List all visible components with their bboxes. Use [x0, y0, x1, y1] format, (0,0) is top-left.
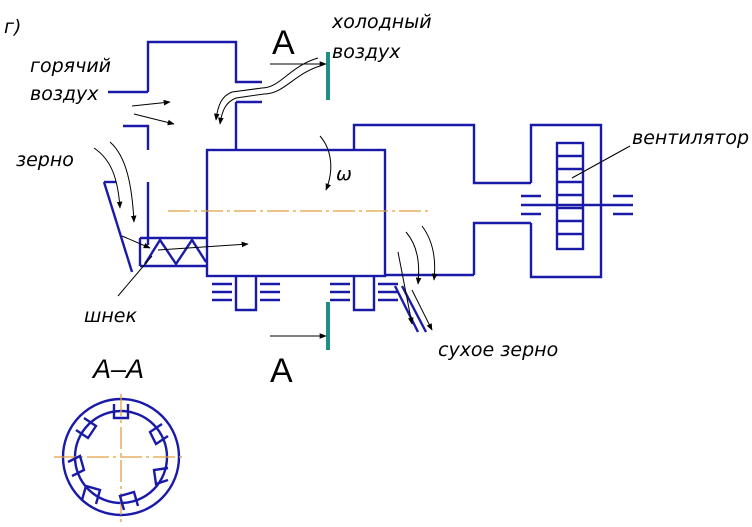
grain-label: зерно: [16, 149, 74, 171]
exhaust-duct: [352, 123, 531, 277]
cold-air-label: холодный воздух: [331, 11, 438, 63]
fan-shaft: [521, 194, 633, 216]
fan-label: вентилятор: [632, 127, 749, 149]
fan-impeller: [555, 141, 585, 251]
auger: [138, 236, 208, 268]
omega-label: ω: [336, 163, 352, 185]
auger-label: шнек: [84, 305, 137, 327]
hot-air-label: горячий воздух: [30, 55, 117, 105]
flow-arrows: [93, 57, 631, 331]
section-view: [54, 394, 186, 522]
drum-support-left: [212, 276, 280, 312]
grain-hopper: [102, 180, 150, 273]
section-title: А–А: [91, 354, 144, 384]
fan-housing: [529, 123, 603, 279]
dry-grain-label: сухое зерно: [438, 339, 558, 361]
drum-support-right: [330, 276, 398, 312]
figure-label: г): [4, 16, 21, 38]
section-mark-bottom: А: [270, 352, 293, 390]
hot-air-duct: [108, 40, 262, 150]
section-mark-top: А: [272, 24, 295, 62]
rotating-drum: [205, 148, 387, 278]
